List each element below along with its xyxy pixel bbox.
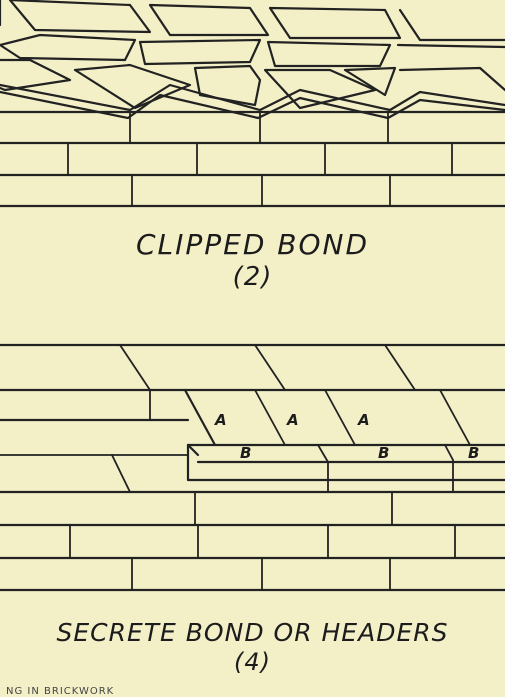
secrete-bond-number: (4) — [234, 648, 271, 676]
secrete-bond-courses — [0, 343, 505, 592]
brick-label-b: B — [378, 444, 389, 462]
brick-labels-a: A A A — [214, 411, 370, 429]
brick-label-a: A — [286, 411, 299, 429]
brick-label-b: B — [468, 444, 479, 462]
clipped-bond-drawing — [0, 0, 505, 208]
clipped-bond-diagonal-headers — [0, 0, 505, 120]
footer-text: NG IN BRICKWORK — [6, 686, 115, 697]
brick-label-a: A — [214, 411, 227, 429]
clipped-bond-title: CLIPPED BOND — [135, 228, 370, 261]
clipped-bond-brick-courses — [0, 110, 505, 208]
brick-labels-b: B B B — [240, 444, 479, 462]
brick-label-a: A — [357, 411, 370, 429]
clipped-bond-number: (2) — [232, 262, 273, 292]
secrete-bond-title: SECRETE BOND OR HEADERS — [56, 618, 449, 647]
brick-label-b: B — [240, 444, 251, 462]
